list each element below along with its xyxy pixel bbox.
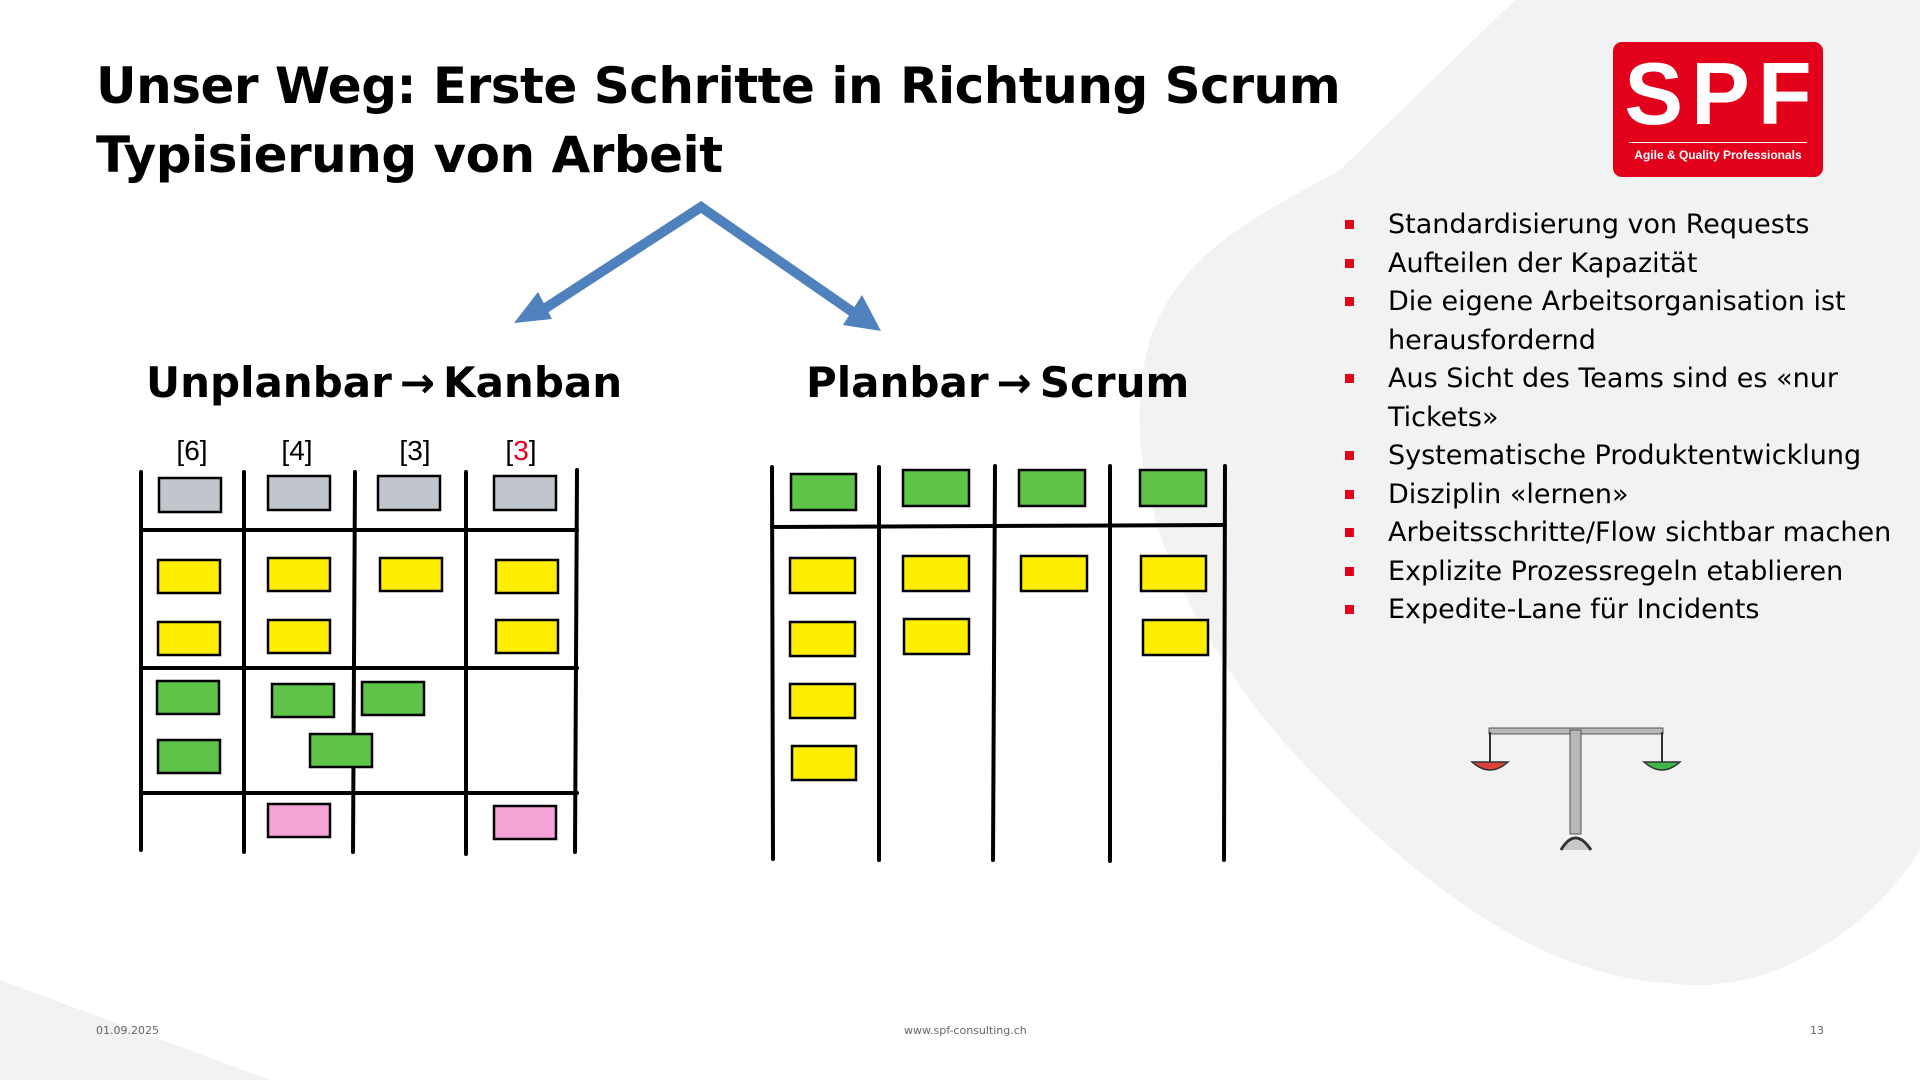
card-grey xyxy=(266,474,332,512)
bullet-item: Arbeitsschritte/Flow sichtbar machen xyxy=(1345,514,1905,553)
bullet-item: Systematische Produktentwicklung xyxy=(1345,437,1905,476)
kanban-grid xyxy=(139,468,579,856)
card-green xyxy=(901,468,971,508)
card-yellow xyxy=(1141,618,1210,657)
bullet-item: Expedite-Lane für Incidents xyxy=(1345,591,1905,630)
spf-logo: SPF Agile & Quality Professionals xyxy=(1613,42,1823,177)
balance-scale-icon xyxy=(1470,727,1682,851)
footer-url: www.spf-consulting.ch xyxy=(904,1024,1027,1037)
card-yellow xyxy=(494,558,560,595)
card-green xyxy=(360,680,426,717)
card-green xyxy=(1138,468,1208,508)
wip-limit-4: [3] xyxy=(505,435,536,466)
bullet-item: Die eigene Arbeitsorganisation ist herau… xyxy=(1345,283,1905,360)
bullet-item: Standardisierung von Requests xyxy=(1345,206,1905,245)
card-green xyxy=(308,732,374,769)
wip-limit-1: [6] xyxy=(176,435,207,466)
bullet-list: Standardisierung von Requests Aufteilen … xyxy=(1345,206,1905,630)
logo-tagline: Agile & Quality Professionals xyxy=(1634,148,1802,162)
card-green xyxy=(1017,468,1087,508)
card-yellow xyxy=(266,618,332,655)
card-yellow xyxy=(902,617,971,656)
scrum-cards xyxy=(788,468,1210,782)
card-pink xyxy=(266,802,332,839)
scrum-heading: Planbar→Scrum xyxy=(806,358,1189,407)
bullet-item: Aufteilen der Kapazität xyxy=(1345,245,1905,284)
logo-text: SPF xyxy=(1624,44,1820,143)
card-pink xyxy=(492,804,558,841)
card-yellow xyxy=(494,618,560,655)
kanban-board: [6] [4] [3] [3] xyxy=(139,435,579,856)
right-arrow-icon: → xyxy=(996,358,1032,407)
wip-limits: [6] [4] [3] [3] xyxy=(176,435,536,466)
right-arrow-icon: → xyxy=(399,358,436,407)
card-yellow xyxy=(790,744,858,782)
footer-date: 01.09.2025 xyxy=(96,1024,159,1037)
branch-arrow-icon xyxy=(514,200,881,331)
logo-divider xyxy=(1629,142,1807,143)
footer-page-number: 13 xyxy=(1810,1024,1824,1037)
card-grey xyxy=(157,476,223,514)
planbar-label: Planbar xyxy=(806,358,989,407)
card-yellow xyxy=(266,556,332,593)
card-yellow xyxy=(901,554,971,593)
bullet-item: Explizite Prozessregeln etablieren xyxy=(1345,553,1905,592)
scrum-grid xyxy=(770,464,1227,863)
card-yellow xyxy=(156,620,222,657)
title-line-1: Unser Weg: Erste Schritte in Richtung Sc… xyxy=(96,57,1341,115)
wip-limit-2: [4] xyxy=(281,435,312,466)
kanban-heading: Unplanbar→Kanban xyxy=(146,358,622,407)
card-yellow xyxy=(156,558,222,595)
card-yellow xyxy=(1019,554,1089,593)
bullet-item: Disziplin «lernen» xyxy=(1345,476,1905,515)
title-line-2: Typisierung von Arbeit xyxy=(96,126,723,184)
card-yellow xyxy=(788,556,857,595)
wip-limit-3: [3] xyxy=(399,435,430,466)
scrum-label: Scrum xyxy=(1039,358,1190,407)
scrum-board xyxy=(770,464,1227,863)
slide-title: Unser Weg: Erste Schritte in Richtung Sc… xyxy=(96,52,1341,190)
card-green xyxy=(155,679,221,716)
card-yellow xyxy=(788,620,857,658)
card-green xyxy=(789,472,858,512)
card-grey xyxy=(376,474,442,512)
card-yellow xyxy=(788,682,857,720)
kanban-label: Kanban xyxy=(443,358,623,407)
card-grey xyxy=(492,474,558,512)
kanban-cards xyxy=(155,474,560,841)
card-yellow xyxy=(378,556,444,593)
unplanbar-label: Unplanbar xyxy=(146,358,392,407)
card-green xyxy=(270,682,336,719)
card-green xyxy=(156,738,222,775)
card-yellow xyxy=(1139,554,1208,593)
bullet-item: Aus Sicht des Teams sind es «nur Tickets… xyxy=(1345,360,1905,437)
